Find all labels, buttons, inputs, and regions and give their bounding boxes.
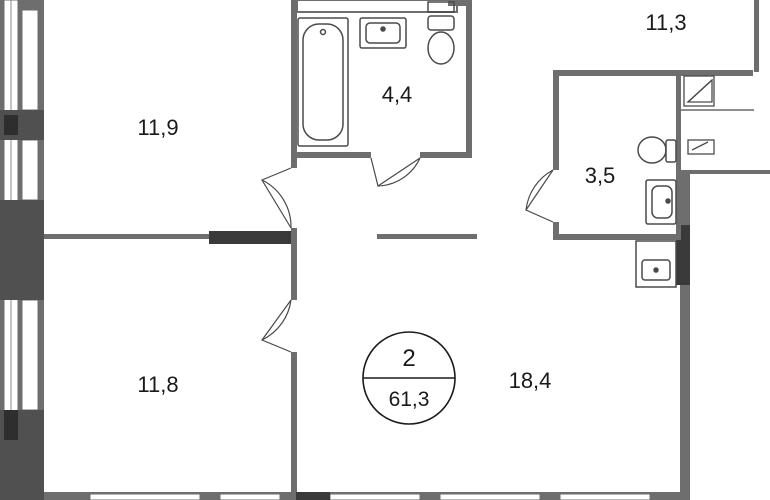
interior-walls [44,0,753,492]
bottom-exterior-wall [44,492,688,500]
room-area-living-kitchen: 18,4 [509,368,552,393]
badge-total-area: 61,3 [389,388,430,411]
washing-machine-icon [427,1,455,13]
room-area-bathroom: 4,4 [382,82,413,107]
utility-shaft [681,75,754,155]
sink-icon [359,17,407,49]
room-area-bedroom-bottom-left: 11,8 [137,372,178,397]
bathtub-icon [297,17,349,147]
room-area-bedroom-top-left: 11,9 [137,115,178,140]
wc-toilet-icon [637,136,677,164]
room-area-top-right: 11,3 [645,10,686,35]
kitchen-sink-icon [635,240,677,288]
doors [261,157,554,353]
badge-rooms-count: 2 [402,345,415,372]
wc-sink-icon [645,179,677,225]
apartment-badge: 2 61,3 [362,331,456,425]
toilet-icon [427,15,455,65]
left-exterior-wall [0,0,44,500]
room-area-toilet: 3,5 [585,163,616,188]
